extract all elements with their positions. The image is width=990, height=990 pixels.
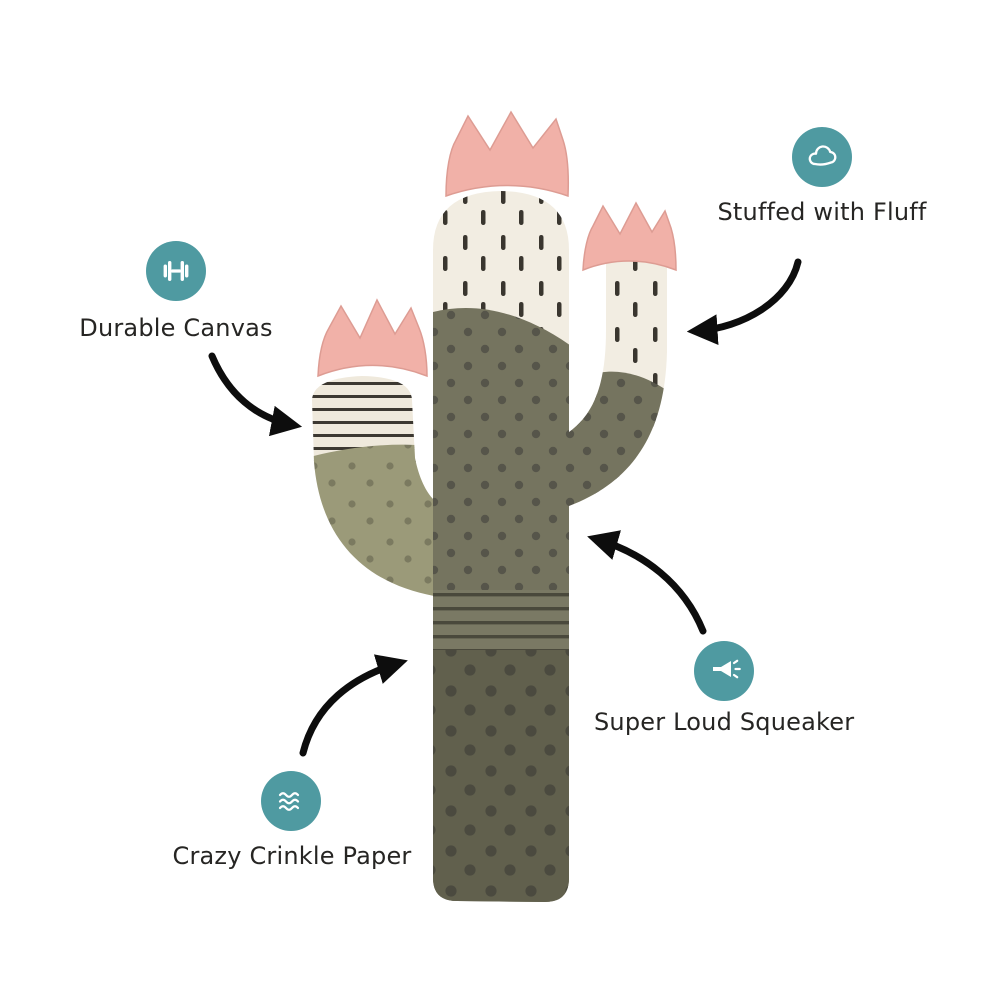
flower-left [317,298,428,378]
feature-label: Stuffed with Fluff [717,198,927,226]
feature-label: Durable Canvas [79,314,273,342]
flower-top [445,110,569,198]
arrow-super-loud-squeaker [587,530,707,635]
feature-label: Crazy Crinkle Paper [172,842,412,870]
squeaker-horn-icon [694,641,754,701]
arrow-stuffed-with-fluff [686,258,802,346]
flower-right [582,201,677,272]
feature-label: Super Loud Squeaker [594,708,855,736]
crinkle-waves-icon [261,771,321,831]
arrow-crazy-crinkle-paper [299,654,408,757]
dumbbell-icon [146,241,206,301]
cactus-right-arm [569,245,667,506]
cactus-left-arm [312,376,434,596]
cactus-trunk [433,191,569,902]
arrow-durable-canvas [208,352,303,437]
fluff-cloud-icon [792,127,852,187]
